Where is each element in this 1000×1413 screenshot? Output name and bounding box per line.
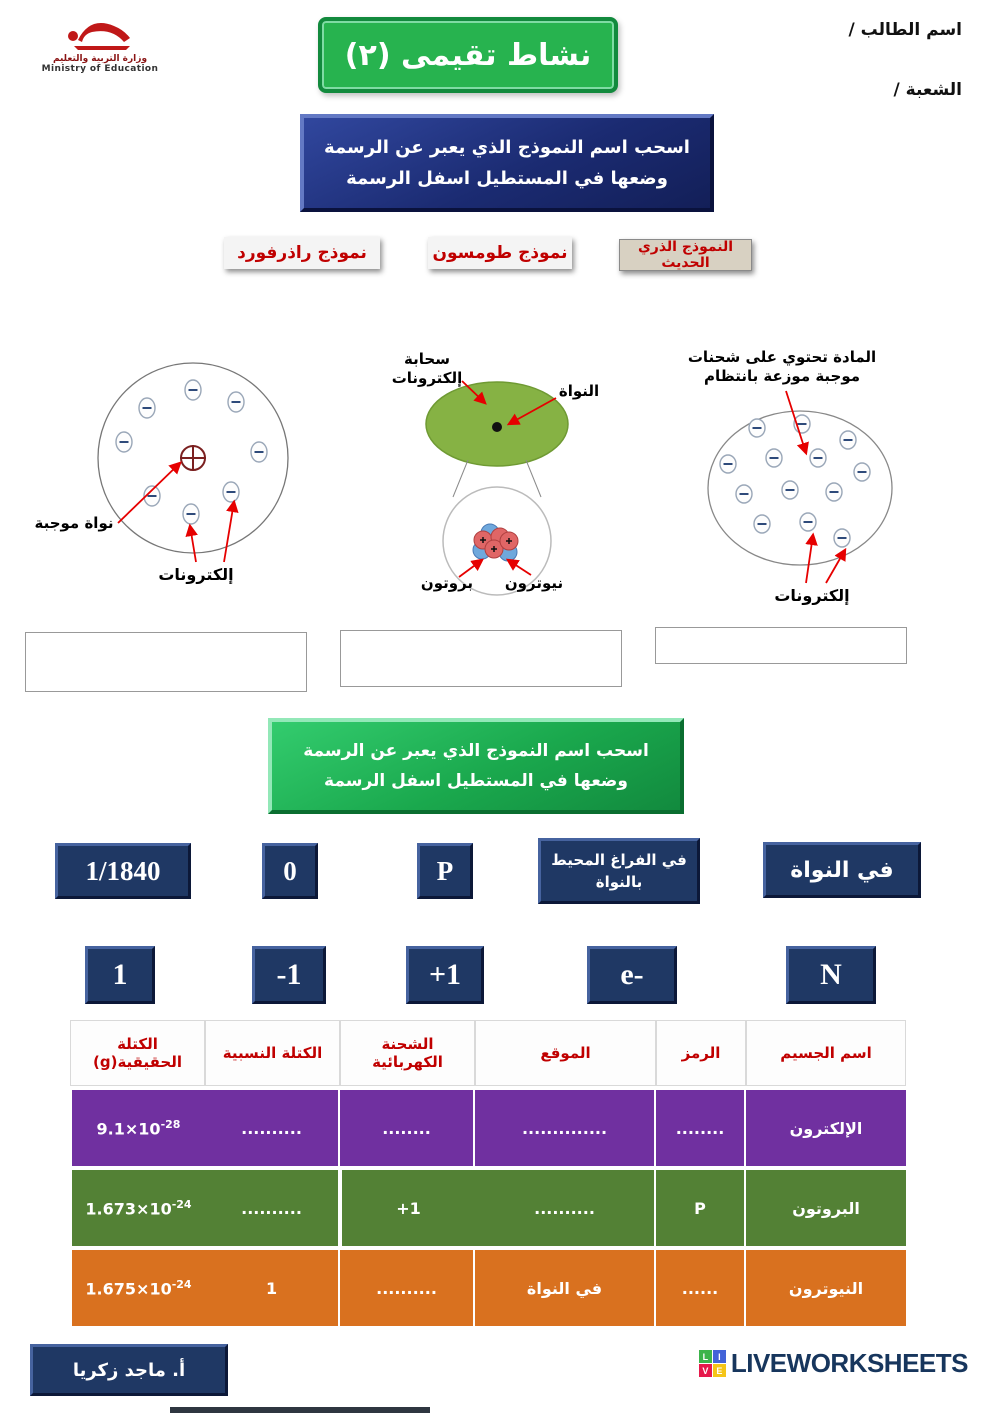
drag-tile-1-1840[interactable]: 1/1840 — [55, 843, 191, 899]
label-neutron: نيوترون — [504, 574, 564, 592]
ministry-crest-icon — [68, 23, 130, 50]
right-diagram-arrows — [785, 390, 847, 584]
table-row-electron: الإلكترون ........ .............. ......… — [70, 1090, 906, 1166]
header-symbol: الرمز — [656, 1020, 746, 1086]
brand-letter-i: I — [712, 1350, 726, 1363]
cell-neutron-charge[interactable]: .......... — [340, 1250, 475, 1326]
header-real-mass: الكتلة الحقيقية(g) — [70, 1020, 205, 1086]
positive-nucleus-icon — [180, 445, 206, 471]
student-name-label: اسم الطالب / — [848, 20, 962, 40]
header-location: الموقع — [475, 1020, 656, 1086]
cell-proton-symbol: P — [656, 1170, 746, 1246]
instruction-top-line1: اسحب اسم النموذج الذي يعبر عن الرسمة — [324, 137, 690, 158]
cell-proton-real-mass: 1.673×10-24 — [70, 1170, 205, 1246]
label-proton: بروتون — [420, 574, 474, 592]
brand-letter-e: E — [712, 1364, 726, 1377]
drag-tile-n[interactable]: N — [786, 946, 876, 1004]
table-row-proton: البروتون P .......... +1 .......... 1.67… — [70, 1170, 906, 1246]
cell-electron-charge[interactable]: ........ — [340, 1090, 475, 1166]
drag-tile-in-nucleus[interactable]: في النواة — [763, 842, 921, 898]
teacher-name-box: أ. ماجد زكريا — [30, 1344, 228, 1396]
thomson-diagram — [707, 390, 893, 584]
label-electrons-left: إلكترونات — [158, 565, 234, 584]
drag-tile-plus-one[interactable]: +1 — [406, 946, 484, 1004]
drag-tile-rutherford-model[interactable]: نموذج راذرفورد — [224, 237, 380, 269]
scan-edge-artifact — [170, 1407, 430, 1413]
cell-proton-location[interactable]: .......... — [475, 1170, 656, 1246]
middle-diagram-arrows — [458, 380, 557, 578]
label-electron-cloud-line1: سحابة — [404, 350, 450, 368]
drag-tile-space-around-nucleus[interactable]: في الفراغ المحيط بالنواة — [538, 838, 700, 904]
header-charge: الشحنة الكهربائية — [340, 1020, 475, 1086]
instruction-box-top: اسحب اسم النموذج الذي يعبر عن الرسمة وضع… — [300, 114, 714, 212]
rutherford-diagram — [97, 362, 289, 563]
table-header-row: اسم الجسيم الرمز الموقع الشحنة الكهربائي… — [70, 1020, 906, 1086]
label-electron-cloud-line2: إلكترونات — [391, 369, 463, 387]
label-matter-charges-line2: موجبة موزعة بانتظام — [703, 367, 861, 385]
instruction-bottom-line1: اسحب اسم النموذج الذي يعبر عن الرسمة — [303, 741, 649, 761]
cell-neutron-name: النيوترون — [788, 1278, 864, 1298]
cell-neutron-real-mass: 1.675×10-24 — [70, 1250, 205, 1326]
label-matter-charges-line1: المادة تحتوي على شحنات — [687, 348, 877, 366]
particles-table: اسم الجسيم الرمز الموقع الشحنة الكهربائي… — [70, 1020, 906, 1326]
cell-electron-location[interactable]: .............. — [475, 1090, 656, 1166]
drag-tile-one[interactable]: 1 — [85, 946, 155, 1004]
cell-neutron-location: في النواة — [475, 1250, 656, 1326]
cell-electron-real-mass: 9.1×10-28 — [70, 1090, 205, 1166]
drag-tile-modern-model[interactable]: النموذج الذري الحديث — [619, 239, 752, 271]
cell-proton-charge: +1 — [340, 1170, 475, 1246]
label-positive-nucleus: نواة موجبة — [34, 514, 114, 532]
section-label: الشعبة / — [893, 80, 962, 100]
answer-box-middle[interactable] — [340, 630, 622, 687]
header-particle-name: اسم الجسيم — [746, 1020, 906, 1086]
drag-tile-zero[interactable]: 0 — [262, 843, 318, 899]
brand-letter-v: V — [698, 1364, 712, 1377]
drag-tile-thomson-model[interactable]: نموذج طومسون — [428, 237, 572, 269]
liveworksheets-icon: L I V E — [698, 1350, 726, 1377]
label-matter-charges: المادة تحتوي على شحنات موجبة موزعة بانتظ… — [668, 348, 896, 386]
modern-atom-diagram — [425, 380, 569, 596]
brand-wordmark: LIVEWORKSHEETS — [730, 1348, 969, 1378]
liveworksheets-logo[interactable]: L I V E LIVEWORKSHEETS — [698, 1348, 969, 1379]
cell-proton-relative-mass[interactable]: .......... — [205, 1170, 340, 1246]
brand-letter-l: L — [698, 1350, 712, 1363]
label-nucleus: النواة — [558, 382, 600, 400]
drag-tile-minus-one[interactable]: -1 — [252, 946, 326, 1004]
instruction-top-line2: وضعها في المستطيل اسفل الرسمة — [346, 168, 668, 189]
answer-box-left[interactable] — [25, 632, 307, 692]
drag-tile-p[interactable]: P — [417, 843, 473, 899]
table-row-neutron: النيوترون ...... في النواة .......... 1 … — [70, 1250, 906, 1326]
label-electrons-right: إلكترونات — [774, 586, 850, 605]
cell-electron-symbol[interactable]: ........ — [656, 1090, 746, 1166]
drag-tile-e-minus[interactable]: e- — [587, 946, 677, 1004]
ministry-name-english: Ministry of Education — [41, 64, 159, 74]
cell-neutron-symbol[interactable]: ...... — [656, 1250, 746, 1326]
electron-icons-right — [719, 414, 871, 548]
page-title: نشاط تقيمى (٢) — [318, 17, 618, 93]
instruction-bottom-line2: وضعها في المستطيل اسفل الرسمة — [324, 771, 628, 791]
left-diagram-arrows — [117, 461, 239, 563]
cell-proton-name: البروتون — [792, 1198, 860, 1218]
cell-electron-name: الإلكترون — [789, 1118, 863, 1138]
cell-electron-relative-mass[interactable]: .......... — [205, 1090, 340, 1166]
ministry-name-arabic: وزارة التربية والتعليم — [52, 54, 148, 64]
label-electron-cloud: سحابة إلكترونات — [390, 350, 464, 388]
header-relative-mass: الكتلة النسبية — [205, 1020, 340, 1086]
electron-icons-left — [115, 379, 268, 525]
answer-box-right[interactable] — [655, 627, 907, 664]
cell-neutron-relative-mass: 1 — [205, 1250, 340, 1326]
ministry-logo: وزارة التربية والتعليم Ministry of Educa… — [25, 10, 175, 82]
nucleus-cluster-icon — [472, 523, 519, 562]
instruction-box-bottom: اسحب اسم النموذج الذي يعبر عن الرسمة وضع… — [268, 718, 684, 814]
